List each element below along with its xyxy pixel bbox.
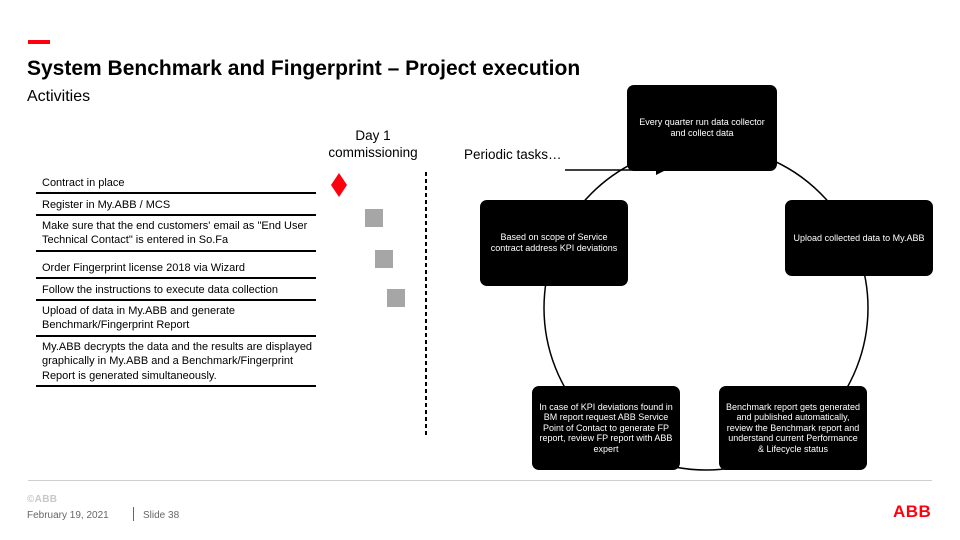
step-marker-2 [375,250,393,268]
day1-marker-diamond [331,173,347,197]
page-subtitle: Activities [27,88,91,105]
milestone-periodic: Periodic tasks… [464,147,562,162]
activity-item: Contract in place [36,176,316,195]
cycle-node-upload: Upload collected data to My.ABB [785,200,933,276]
footer-separator [133,507,134,521]
activity-item: My.ABB decrypts the data and the results… [36,340,316,388]
cycle-node-text: Every quarter run data collector and col… [639,117,765,138]
activity-item: Order Fingerprint license 2018 via Wizar… [36,261,316,280]
activity-item: Register in My.ABB / MCS [36,198,316,217]
cycle-node-text: Benchmark report gets generated and publ… [725,401,861,454]
step-marker-1 [365,209,383,227]
cycle-node-text: In case of KPI deviations found in BM re… [539,401,673,454]
step-marker-3 [387,289,405,307]
milestone-day1: Day 1 commissioning [328,128,418,160]
cycle-node-text: Based on scope of Service contract addre… [490,232,618,253]
cycle-node-collect: Every quarter run data collector and col… [627,85,777,171]
footer-date: February 19, 2021 [27,510,109,521]
cycle-node-deviation: In case of KPI deviations found in BM re… [532,386,680,470]
cycle-node-text: Upload collected data to My.ABB [793,232,925,243]
activity-item: Upload of data in My.ABB and generate Be… [36,304,316,337]
activity-item: Make sure that the end customers' email … [36,219,316,252]
cycle-node-report: Benchmark report gets generated and publ… [719,386,867,470]
cycle-node-kpi: Based on scope of Service contract addre… [480,200,628,286]
accent-bar [28,40,50,44]
abb-logo: ABB [893,502,932,521]
footer-copyright-logo: ©ABB [27,494,58,505]
page-title: System Benchmark and Fingerprint – Proje… [27,57,581,80]
footer-divider [28,480,932,481]
activity-item: Follow the instructions to execute data … [36,283,316,302]
footer-slide-number: Slide 38 [143,510,180,521]
